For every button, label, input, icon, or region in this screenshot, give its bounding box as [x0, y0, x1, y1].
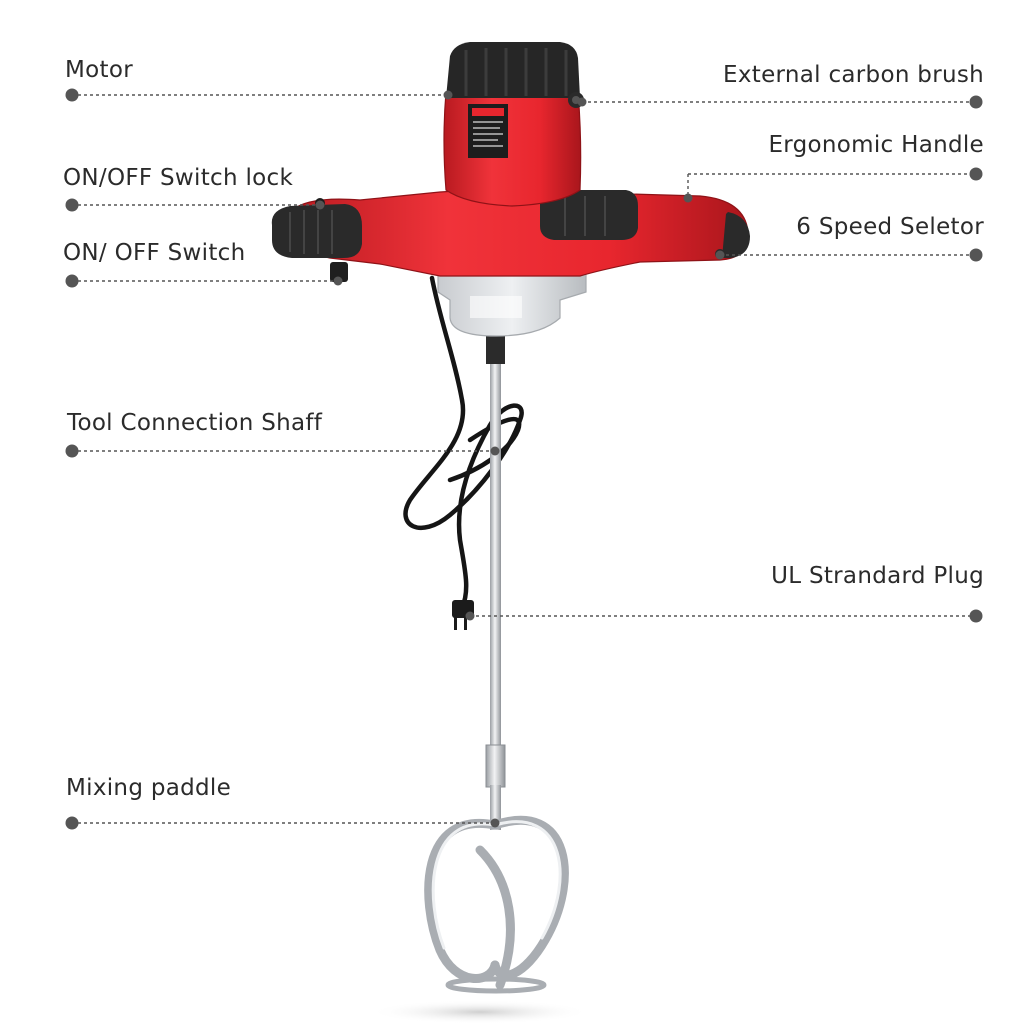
paddle-ring	[445, 976, 547, 994]
leader-paddle	[65, 816, 500, 830]
label-paddle: Mixing paddle	[66, 775, 232, 801]
label-shaft: Tool Connection Shaff	[67, 410, 323, 436]
leader-motor	[65, 88, 453, 102]
handle-end-grip	[722, 212, 750, 258]
shaft-lower	[490, 785, 501, 830]
leader-handle	[683, 167, 983, 203]
leader-switch	[65, 274, 343, 288]
mixing-shaft	[490, 358, 501, 748]
left-grip	[271, 204, 362, 258]
floor-shadow	[370, 1000, 590, 1024]
label-handle: Ergonomic Handle	[768, 132, 984, 158]
power-cord	[403, 275, 524, 611]
shaft-chuck	[486, 330, 505, 364]
label-carbon-brush: External carbon brush	[723, 62, 984, 88]
label-switch: ON/ OFF Switch	[63, 240, 246, 266]
on-off-switch	[330, 262, 348, 282]
leader-carbon-brush	[577, 95, 983, 109]
label-motor: Motor	[65, 57, 133, 83]
leader-plug	[465, 609, 983, 623]
leader-shaft	[65, 444, 500, 458]
label-plug: UL Strandard Plug	[771, 563, 984, 589]
leader-switch-lock	[65, 198, 325, 212]
label-switch-lock: ON/OFF Switch lock	[63, 165, 294, 191]
leader-speed	[715, 248, 983, 262]
label-speed: 6 Speed Seletor	[796, 214, 984, 240]
